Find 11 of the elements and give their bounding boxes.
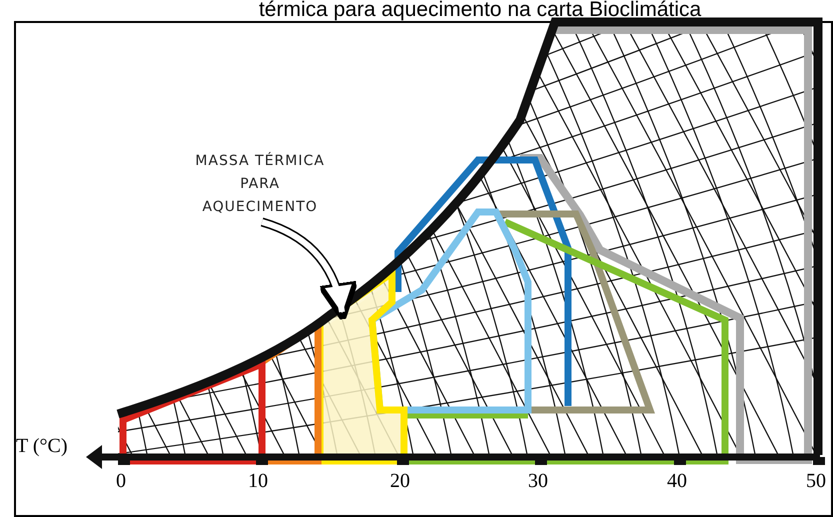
- leader-arrow: [260, 218, 358, 322]
- tick-label: 10: [248, 470, 268, 493]
- axis-label: T (°C): [16, 435, 68, 458]
- shaded-zone: [324, 284, 400, 456]
- chart-title: térmica para aquecimento na carta Bioclimática: [258, 0, 702, 22]
- tick-label: 0: [116, 470, 126, 493]
- tick-label: 30: [528, 470, 548, 493]
- tick-label: 20: [390, 470, 410, 493]
- tick-label: 50: [806, 470, 826, 493]
- tick-label: 40: [667, 470, 687, 493]
- callout-text: MASSA TÉRMICA PARA AQUECIMENTO: [190, 150, 330, 219]
